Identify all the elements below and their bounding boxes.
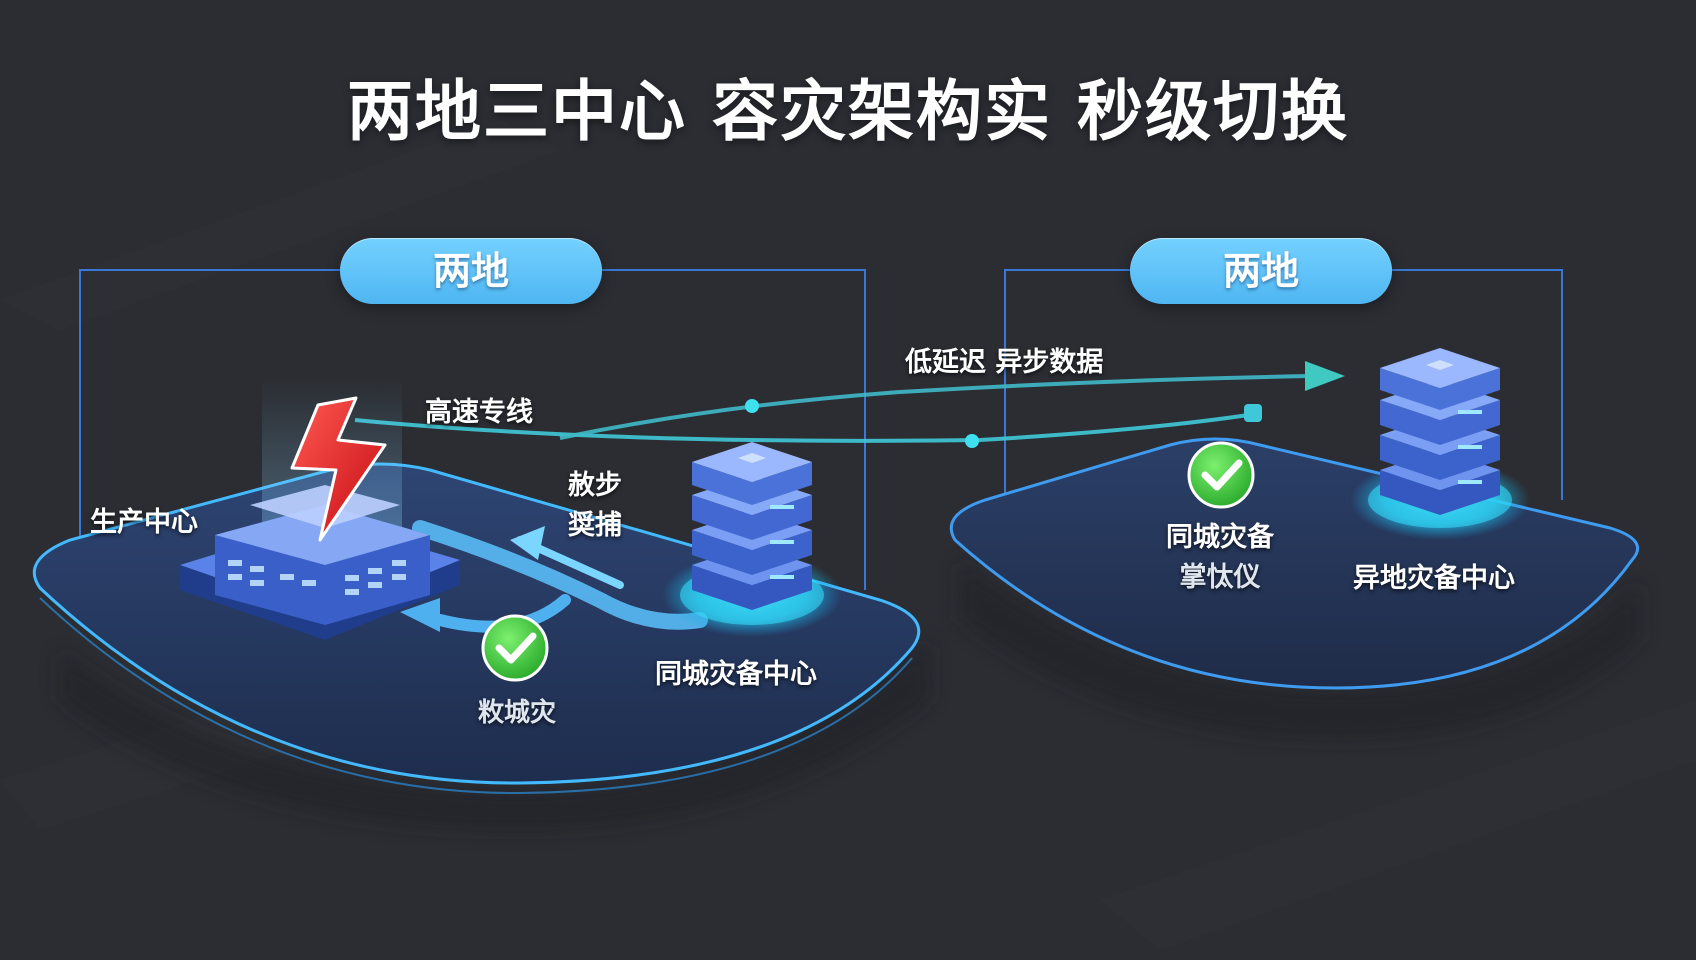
same-city-server-icon <box>662 442 842 637</box>
arrow-head-icon <box>1305 361 1345 391</box>
high-speed-link <box>354 404 1262 448</box>
check-left-caption: 敉城灾 <box>478 698 557 728</box>
lightning-bolt-icon <box>290 396 387 542</box>
async-data-label: 低延迟 异步数据 <box>905 347 1104 378</box>
link-endpoint-icon <box>1244 404 1262 422</box>
check-right-caption: 同城灾备 掌忲仪 <box>1166 518 1274 598</box>
arrow-head-icon <box>510 526 545 560</box>
check-right-icon <box>1187 441 1255 509</box>
high-speed-line-label: 高速专线 <box>425 397 533 428</box>
sync-steps-label: 赦步 奨捕 <box>568 466 622 546</box>
sync-arrow <box>412 520 708 630</box>
region-frame-left <box>79 269 866 590</box>
same-city-center-label: 同城灾备中心 <box>655 659 817 690</box>
check-right-line1: 同城灾备 <box>1166 522 1274 553</box>
async-data-link <box>559 361 1345 440</box>
check-left-icon <box>481 614 549 682</box>
region-pill-right: 两地 <box>1130 238 1392 304</box>
link-node <box>965 434 979 448</box>
page-title: 两地三中心 容灾架构实 秒级切换 <box>347 73 1349 150</box>
region-frame-right <box>1004 269 1563 500</box>
arrow-head-icon <box>400 598 440 632</box>
remote-server-icon <box>1350 348 1530 540</box>
production-center-label: 生产中心 <box>90 507 198 538</box>
check-right-line2: 掌忲仪 <box>1179 562 1261 593</box>
right-platform <box>949 437 1640 740</box>
sync-steps-line1: 赦步 <box>568 470 622 501</box>
region-pill-left: 两地 <box>340 238 602 304</box>
sync-steps-line2: 奨捕 <box>568 510 622 541</box>
remote-center-label: 异地灾备中心 <box>1353 563 1515 594</box>
link-node <box>745 399 759 413</box>
